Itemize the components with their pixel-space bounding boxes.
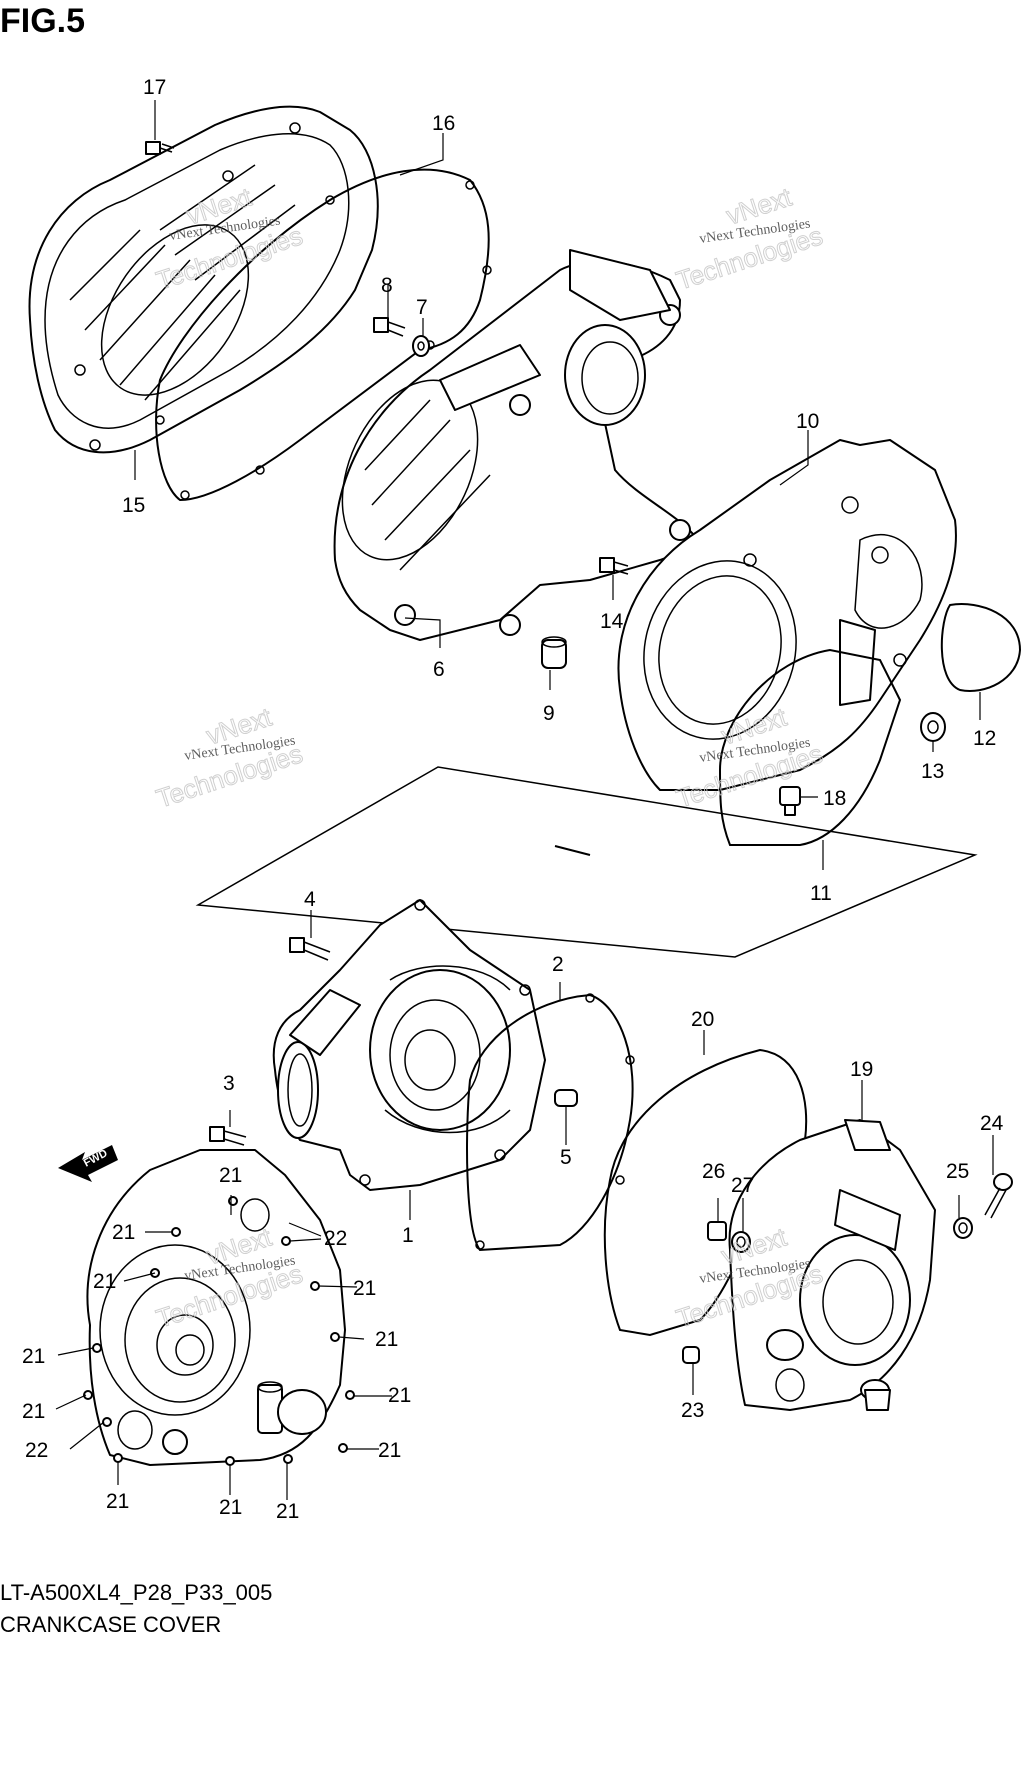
bolt-part-14[interactable] bbox=[599, 557, 629, 575]
callout-13: 13 bbox=[921, 760, 944, 783]
crankcase-cover-bottom-view[interactable] bbox=[83, 1149, 355, 1466]
callout-21-h: 21 bbox=[22, 1400, 45, 1423]
leader-lines bbox=[55, 100, 994, 1500]
housing-part-6[interactable] bbox=[315, 249, 701, 641]
callout-7: 7 bbox=[416, 296, 428, 319]
crankcase-cover-part-1[interactable] bbox=[272, 899, 546, 1191]
callout-labels: 17 16 8 7 15 6 9 10 14 12 13 18 11 4 2 3… bbox=[22, 76, 1004, 1523]
gasket-part-12[interactable] bbox=[940, 603, 1022, 692]
callout-21-c: 21 bbox=[93, 1270, 116, 1293]
callout-8: 8 bbox=[381, 274, 393, 297]
dowel-part-5[interactable] bbox=[554, 1089, 578, 1107]
bolt-part-8[interactable] bbox=[373, 317, 406, 337]
outer-cover-part-15[interactable] bbox=[28, 105, 379, 454]
callout-26: 26 bbox=[702, 1160, 725, 1183]
callout-6: 6 bbox=[433, 658, 445, 681]
callout-23: 23 bbox=[681, 1399, 704, 1422]
dowel-part-9[interactable] bbox=[541, 636, 567, 669]
bolt-part-3[interactable] bbox=[209, 1126, 247, 1146]
washer-part-7[interactable] bbox=[412, 335, 430, 357]
callout-15: 15 bbox=[122, 494, 145, 517]
callout-24: 24 bbox=[980, 1112, 1004, 1135]
callout-21-f: 21 bbox=[22, 1345, 45, 1368]
callout-18: 18 bbox=[823, 787, 846, 810]
callout-3: 3 bbox=[223, 1072, 235, 1095]
callout-21-a: 21 bbox=[219, 1164, 242, 1187]
callout-21-d: 21 bbox=[353, 1277, 376, 1300]
gasket-part-2[interactable] bbox=[466, 993, 635, 1252]
callout-27: 27 bbox=[731, 1174, 754, 1197]
callout-11: 11 bbox=[810, 882, 832, 905]
fwd-arrow-icon: FWD bbox=[58, 1145, 118, 1182]
washer-part-27[interactable] bbox=[731, 1231, 751, 1253]
figure-title: FIG.5 bbox=[0, 2, 86, 40]
callout-20: 20 bbox=[691, 1008, 714, 1031]
diagram-code: LT-A500XL4_P28_P33_005 bbox=[0, 1580, 273, 1605]
watermark-mid-left: vNext Technologies vNext Technologies bbox=[152, 701, 307, 814]
callout-14: 14 bbox=[600, 610, 624, 633]
plug-part-26[interactable] bbox=[707, 1221, 727, 1241]
bolt-part-17[interactable] bbox=[145, 141, 175, 155]
callout-19: 19 bbox=[850, 1058, 873, 1081]
plug-part-18[interactable] bbox=[779, 786, 801, 816]
stator-cover-part-19[interactable] bbox=[728, 1119, 936, 1411]
callout-22-b: 22 bbox=[25, 1439, 48, 1462]
callout-5: 5 bbox=[560, 1146, 572, 1169]
reference-frame-inner bbox=[554, 845, 591, 856]
callout-21-g: 21 bbox=[388, 1384, 411, 1407]
callout-2: 2 bbox=[552, 953, 564, 976]
dowel-part-23[interactable] bbox=[682, 1346, 700, 1364]
watermark-top-right: vNext Technologies vNext Technologies bbox=[672, 181, 827, 296]
seal-part-13[interactable] bbox=[920, 712, 946, 742]
callout-21-j: 21 bbox=[106, 1490, 129, 1513]
callout-10: 10 bbox=[796, 410, 819, 433]
callout-4: 4 bbox=[304, 888, 316, 911]
callout-21-e: 21 bbox=[375, 1328, 398, 1351]
reference-frame bbox=[195, 766, 978, 958]
callout-21-k: 21 bbox=[219, 1496, 242, 1519]
callout-12: 12 bbox=[973, 727, 996, 750]
gasket-part-11[interactable] bbox=[718, 648, 902, 846]
callout-16: 16 bbox=[432, 112, 455, 135]
callout-17: 17 bbox=[143, 76, 166, 99]
callout-9: 9 bbox=[543, 702, 555, 725]
clutch-cover-part-10[interactable] bbox=[617, 439, 957, 791]
callout-22-a: 22 bbox=[324, 1227, 347, 1250]
callout-21-l: 21 bbox=[276, 1500, 299, 1523]
o-ring-part-25[interactable] bbox=[953, 1217, 973, 1239]
callout-21-b: 21 bbox=[112, 1221, 135, 1244]
callout-1: 1 bbox=[402, 1224, 414, 1247]
callout-25: 25 bbox=[946, 1160, 969, 1183]
diagram-caption: CRANKCASE COVER bbox=[0, 1612, 222, 1637]
plug-part-24[interactable] bbox=[984, 1173, 1013, 1219]
callout-21-i: 21 bbox=[378, 1439, 401, 1462]
bolt-part-4[interactable] bbox=[289, 937, 331, 961]
